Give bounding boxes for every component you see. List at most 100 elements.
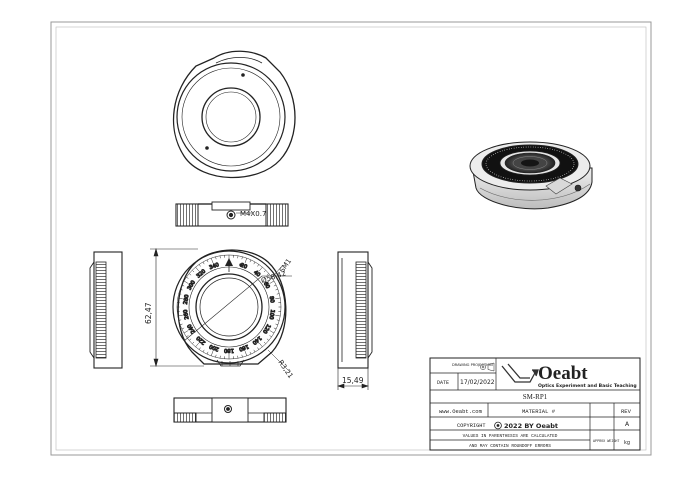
dial-tick [263,270,266,273]
dial-tick [183,280,189,284]
dial-tick [266,273,269,276]
note-line-2: AND MAY CONTAIN ROUNDOFF ERRORS [469,444,551,449]
bottom-view [173,397,287,423]
dial-scale-label: 300 [187,280,197,292]
dial-scale-label: 200 [209,343,220,352]
dial-tick [275,314,281,317]
dial-tick [276,319,280,321]
copyright-year: 2022 BY Oeabt [504,422,558,430]
thickness-value: 15,49 [342,376,364,385]
dial-tick [257,264,260,267]
diameter-dimension [183,275,292,342]
dial-tick [202,261,205,265]
dial-tick [275,297,281,300]
dial-tick [273,284,277,287]
dial-tick [244,258,248,263]
radius-value: R3,21 [276,359,294,380]
dial-tick [192,341,195,344]
right-side-view [337,251,373,369]
dial-tick [269,330,275,334]
dial-tick [210,351,214,356]
dial-scale-labels: 3203400204060801001201401601802002202402… [182,261,276,354]
dial-scale-label: 260 [183,309,191,320]
radius-leader [267,349,291,373]
tagline: Optics Experiment and Basic Teaching [538,383,637,389]
dial-tick [249,351,252,355]
top-view [172,50,296,179]
dial-tick [189,338,192,341]
part-number: SM-RP1 [523,393,548,401]
dial-scale-label: 100 [268,309,276,320]
dial-tick [269,276,272,279]
dial-tick [202,349,205,353]
dial-scale-label: 340 [209,262,220,271]
dial-scale-label: 320 [196,269,207,280]
dial-tick [181,327,185,330]
dial-tick [241,354,243,358]
dial-tick [189,273,192,276]
dial-scale-label: 140 [251,334,262,345]
dial-tick [266,338,269,341]
dial-tick [183,330,189,334]
dial-tick [241,256,243,260]
rev-label: REV [621,408,632,415]
website: www.Oeabt.com [439,408,483,415]
dial-tick [198,347,201,350]
material-label: MATERIAL # [522,408,556,415]
dial-tick [206,351,209,355]
dial-tick [269,280,275,284]
dial-scale-label: 80 [268,296,275,304]
logo-text: Oeabt [538,363,588,384]
height-dimension [150,247,204,368]
dial-tick [269,335,272,338]
thickness-dimension [337,368,369,390]
approx-weight-label: APPROX WEIGHT [593,440,619,444]
projection-label: DRAWING PROJECTION [452,363,493,367]
dial-scale-label: 240 [187,323,197,335]
thread-callout: M4X0.7 [240,210,266,218]
note-line-1: VALUES IN PARENTHESIS ARE CALCULATED [463,434,558,439]
copyright-logo-icon [494,421,502,430]
dial-tick [275,288,278,291]
projection-icon [480,362,495,372]
dial-tick [178,319,182,321]
inner-frame [55,26,647,451]
dial-tick [215,354,217,358]
dial-tick [275,323,278,326]
dial-tick [177,314,183,317]
dial-tick [195,342,199,347]
dial-tick [244,351,248,356]
dial-tick [259,267,263,272]
dial-scale-label: 20 [240,263,248,271]
dial-tick [276,293,280,295]
dial-tick [215,256,217,260]
rev-value: A [625,421,630,428]
dial-tick [186,335,189,338]
dial-scale-label: 180 [224,347,234,353]
dial-tick [253,261,256,265]
dial-scale-label: 160 [238,343,249,352]
dial-tick [198,264,201,267]
dial-tick [257,347,260,350]
dial-scale-label: 120 [261,323,271,335]
dial-tick [177,297,183,300]
dial-tick [181,284,185,287]
outer-frame [50,21,652,456]
dial-tick [253,349,256,353]
dial-tick [195,267,199,272]
dial-tick [180,288,183,291]
weight-unit: kg [624,440,630,446]
dial-tick [178,293,182,295]
dial-tick [192,270,195,273]
dial-scale-label: 40 [252,270,261,279]
dial-tick [273,327,277,330]
dial-scale-label: 220 [196,334,207,345]
left-side-view [89,251,123,369]
dial-tick [249,259,252,263]
date-label: DATE [437,380,449,386]
dial-tick [210,258,214,263]
oeabt-logo-icon [501,363,539,383]
sm1-mark: SM1 [278,257,293,274]
sm1-leader [267,265,283,283]
